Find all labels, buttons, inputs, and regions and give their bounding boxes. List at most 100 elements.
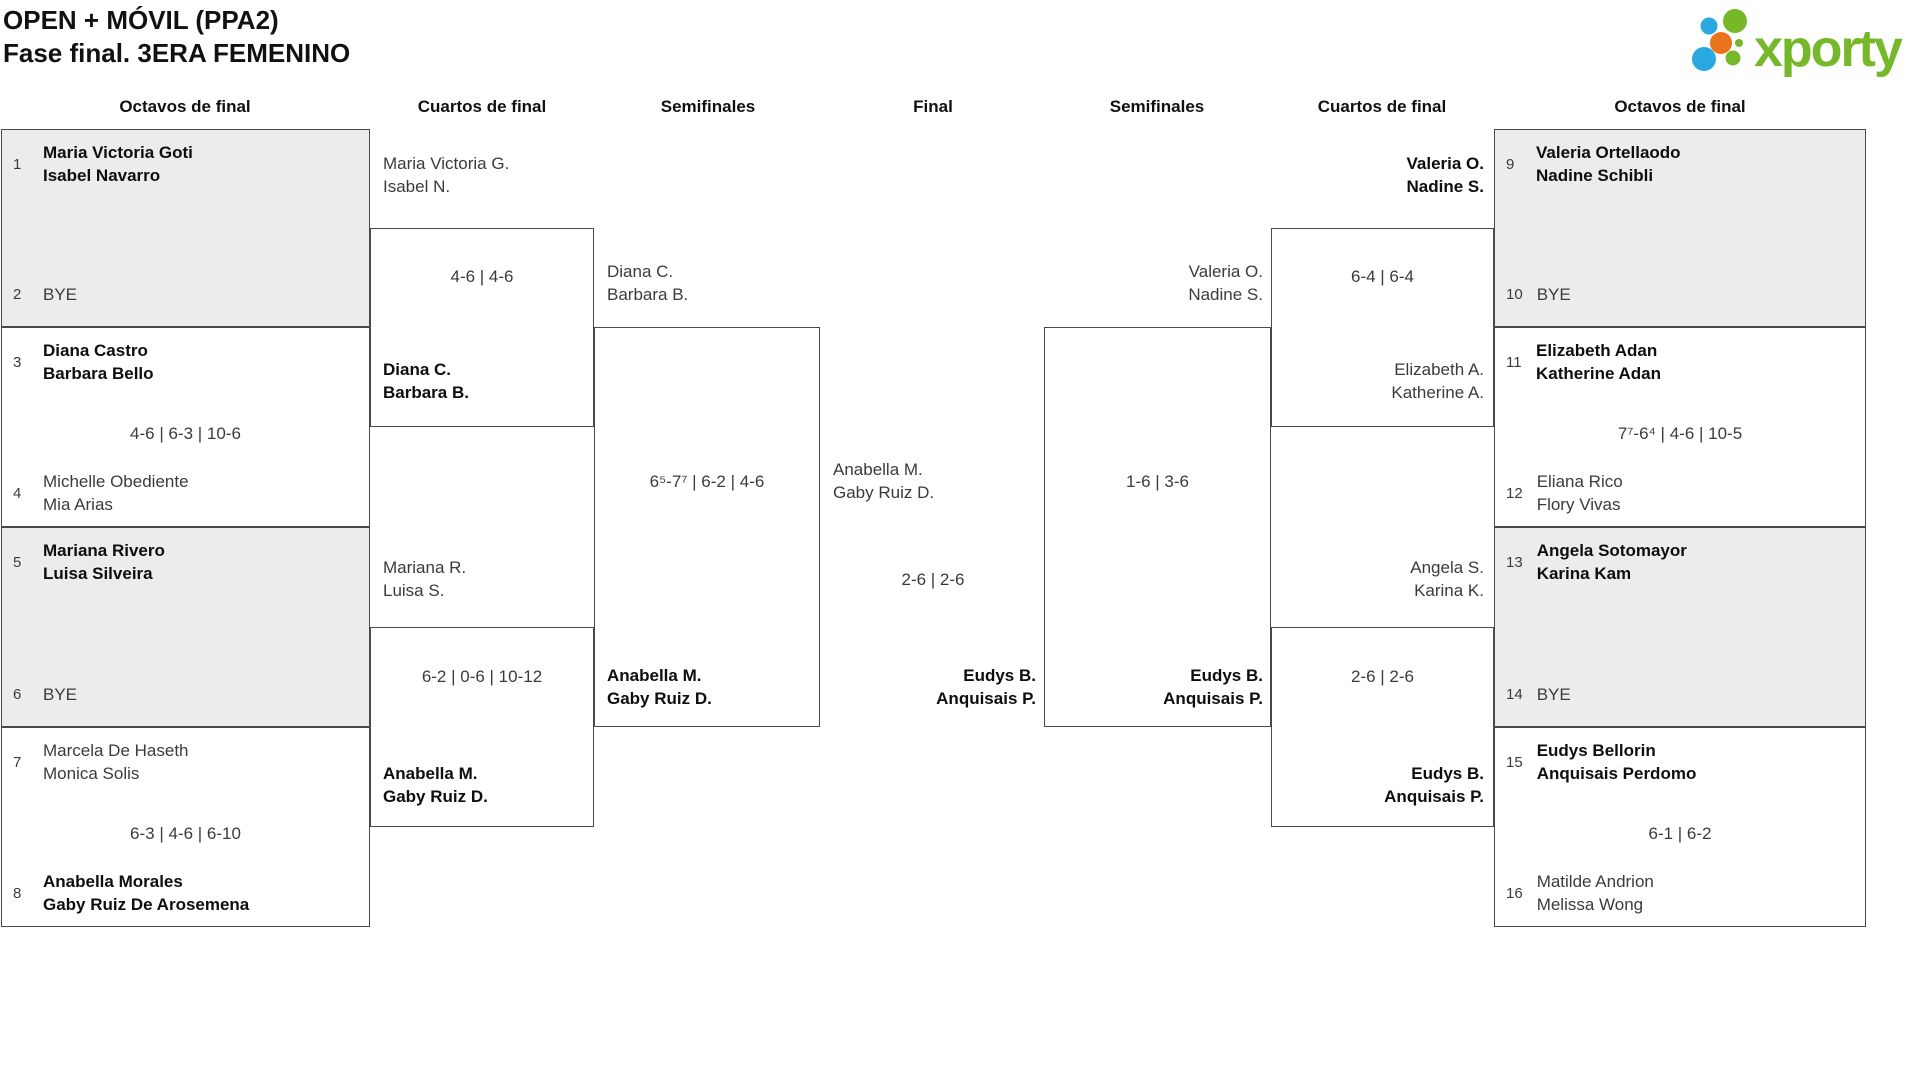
team-entry: 10 BYE (1506, 283, 1857, 306)
cuartos-left-2-score: 6-2 | 0-6 | 10-12 (421, 667, 543, 686)
cuartos-right-1-loser: Elizabeth A.Katherine A. (1391, 360, 1484, 402)
match-score: 6-3 | 4-6 | 6-10 (130, 824, 241, 843)
match-box-cuartos-right-2 (1271, 627, 1494, 827)
logo-dot-blue-small (1700, 17, 1718, 35)
match-box-cuartos-left-2 (370, 627, 594, 827)
team-names: BYE (1536, 685, 1571, 704)
round-header-semis-right: Semifinales (1109, 97, 1205, 116)
team-names: BYE (43, 685, 78, 704)
final-score: 2-6 | 2-6 (901, 570, 965, 589)
round-header-octavos-left: Octavos de final (119, 97, 251, 116)
seed-number: 16 (1506, 884, 1523, 902)
logo-dot-blue-large (1692, 47, 1716, 71)
cuartos-left-2-feeder: Mariana R.Luisa S. (383, 558, 467, 600)
team-names: BYE (1536, 285, 1571, 304)
cuartos-left-1-feeder: Maria Victoria G.Isabel N. (383, 154, 510, 196)
final-winner: Eudys B.Anquisais P. (936, 666, 1036, 708)
seed-number: 11 (1506, 353, 1522, 371)
team-entry: 6 BYE (13, 683, 361, 706)
page-title: OPEN + MÓVIL (PPA2) Fase final. 3ERA FEM… (3, 4, 350, 70)
seed-number: 15 (1506, 753, 1523, 771)
match-box-cuartos-left-1 (370, 228, 594, 427)
round-header-cuartos-left: Cuartos de final (417, 97, 547, 116)
round-header-octavos-right: Octavos de final (1614, 97, 1746, 116)
match-box-semifinal-left (594, 327, 820, 727)
match-box-cuartos-right-1 (1271, 228, 1494, 427)
cuartos-right-1-winner: Valeria O.Nadine S. (1406, 154, 1485, 196)
seed-number: 12 (1506, 484, 1523, 502)
logo-dot-orange (1710, 32, 1732, 54)
semifinal-right-winner: Eudys B.Anquisais P. (1163, 666, 1263, 708)
match-box-semifinal-right (1044, 327, 1271, 727)
semifinal-left-winner: Anabella M.Gaby Ruiz D. (607, 666, 712, 708)
round-header-semis-left: Semifinales (660, 97, 756, 116)
final-team-left: Anabella M.Gaby Ruiz D. (833, 460, 935, 502)
seed-number: 13 (1506, 553, 1523, 571)
semifinal-left-feeder: Diana C.Barbara B. (607, 262, 689, 304)
match-score: 7⁷-6⁴ | 4-6 | 10-5 (1617, 424, 1743, 443)
semifinal-right-score: 1-6 | 3-6 (1125, 472, 1189, 491)
seed-number: 10 (1506, 286, 1523, 303)
round-header-final: Final (913, 97, 953, 116)
cuartos-left-1-winner: Diana C.Barbara B. (383, 360, 469, 402)
logo-dot-green-small (1725, 50, 1741, 66)
phase-name: Fase final. 3ERA FEMENINO (3, 38, 351, 68)
team-names: BYE (43, 285, 78, 304)
semifinal-right-feeder: Valeria O.Nadine S. (1188, 262, 1263, 304)
match-score: 6-1 | 6-2 (1648, 824, 1712, 843)
seed-number: 14 (1506, 686, 1523, 703)
cuartos-right-2-score: 2-6 | 2-6 (1350, 667, 1414, 686)
seed-number: 5 (13, 553, 22, 571)
tournament-name: OPEN + MÓVIL (PPA2) (3, 5, 279, 35)
seed-number: 3 (13, 353, 22, 371)
seed-number: 9 (1506, 155, 1515, 173)
cuartos-right-1-score: 6-4 | 6-4 (1350, 267, 1414, 286)
team-entry: 14 BYE (1506, 683, 1857, 706)
logo-dot-green-tiny (1735, 39, 1743, 47)
seed-number: 6 (13, 686, 22, 703)
round-header-cuartos-right: Cuartos de final (1317, 97, 1447, 116)
seed-number: 1 (13, 155, 22, 173)
cuartos-left-2-winner: Anabella M.Gaby Ruiz D. (383, 764, 488, 806)
cuartos-right-2-winner: Eudys B.Anquisais P. (1384, 764, 1484, 806)
semifinal-left-score: 6⁵-7⁷ | 6-2 | 4-6 (649, 472, 765, 491)
match-score: 4-6 | 6-3 | 10-6 (130, 424, 241, 443)
logo-wordmark: xporty (1754, 20, 1903, 78)
logo-graphic: xporty (1692, 9, 1905, 78)
cuartos-right-2-feeder: Angela S.Karina K. (1410, 558, 1484, 600)
logo-dot-green-large (1723, 9, 1747, 33)
team-entry: 2 BYE (13, 283, 361, 306)
xporty-logo[interactable]: xporty (1682, 2, 1914, 87)
cuartos-left-1-score: 4-6 | 4-6 (450, 267, 514, 286)
